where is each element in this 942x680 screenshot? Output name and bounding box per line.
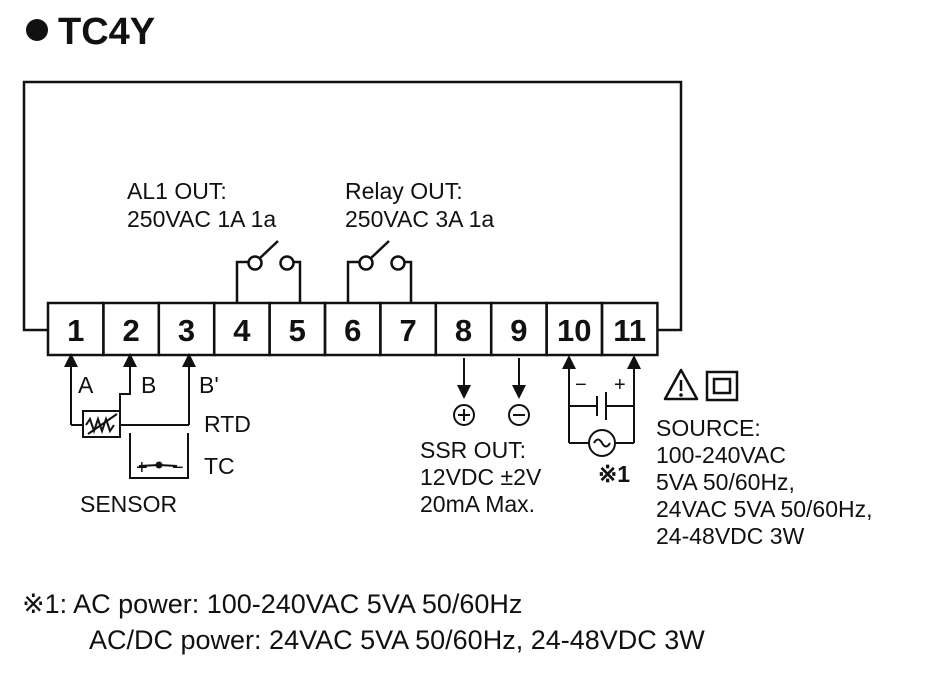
ssr-out-current: 20mA Max. (420, 491, 535, 517)
terminal-number: 1 (67, 313, 84, 348)
title-bullet (26, 19, 48, 41)
terminal-number: 9 (510, 313, 527, 348)
tc-label: TC (204, 453, 235, 479)
al1-out-rating: 250VAC 1A 1a (127, 206, 276, 232)
source-line-2: 100-240VAC (656, 442, 786, 468)
terminal-number: 6 (344, 313, 361, 348)
housing-outline (22, 80, 683, 332)
terminal-number: 11 (613, 313, 646, 348)
footnote-line-2: AC/DC power: 24VAC 5VA 50/60Hz, 24-48VDC… (89, 625, 705, 655)
sensor-b-prime-label: B' (199, 372, 219, 398)
terminal-number: 2 (122, 313, 139, 348)
source-line-5: 24-48VDC 3W (656, 523, 805, 549)
power-minus-label: − (575, 374, 587, 396)
footnote-line-1: ※1: AC power: 100-240VAC 5VA 50/60Hz (22, 589, 522, 619)
al1-out-title: AL1 OUT: (127, 178, 227, 204)
sensor-b-label: B (141, 372, 156, 398)
sensor-label: SENSOR (80, 491, 177, 517)
terminal-number: 3 (178, 313, 195, 348)
power-wiring (562, 355, 641, 457)
terminal-number: 7 (399, 313, 416, 348)
terminal-number: 4 (233, 313, 251, 348)
terminal-number: 10 (557, 313, 591, 348)
ssr-minus-icon (508, 404, 530, 426)
double-insulation-icon (705, 370, 739, 402)
rtd-label: RTD (204, 411, 251, 437)
source-title: SOURCE: (656, 415, 761, 441)
ssr-plus-icon (453, 404, 475, 426)
tc-minus-label: − (172, 457, 184, 479)
power-plus-label: + (614, 374, 626, 396)
warning-icon (663, 368, 699, 401)
page-title: TC4Y (58, 11, 155, 53)
ssr-out-voltage: 12VDC ±2V (420, 464, 542, 490)
terminal-strip: 1 2 3 4 5 6 7 8 9 10 11 (46, 301, 659, 357)
ssr-out-wiring (453, 358, 530, 426)
terminal-number: 5 (289, 313, 306, 348)
al1-out-contact (235, 240, 302, 303)
tc-plus-label: + (136, 457, 148, 479)
terminal-number: 8 (455, 313, 472, 348)
source-line-3: 5VA 50/60Hz, (656, 469, 795, 495)
relay-out-title: Relay OUT: (345, 178, 463, 204)
sensor-a-label: A (78, 372, 94, 398)
power-note-mark: ※1 (598, 461, 630, 487)
ssr-out-title: SSR OUT: (420, 437, 526, 463)
sensor-wiring (64, 353, 196, 479)
source-line-4: 24VAC 5VA 50/60Hz, (656, 496, 873, 522)
relay-out-rating: 250VAC 3A 1a (345, 206, 494, 232)
relay-out-contact (346, 240, 413, 303)
